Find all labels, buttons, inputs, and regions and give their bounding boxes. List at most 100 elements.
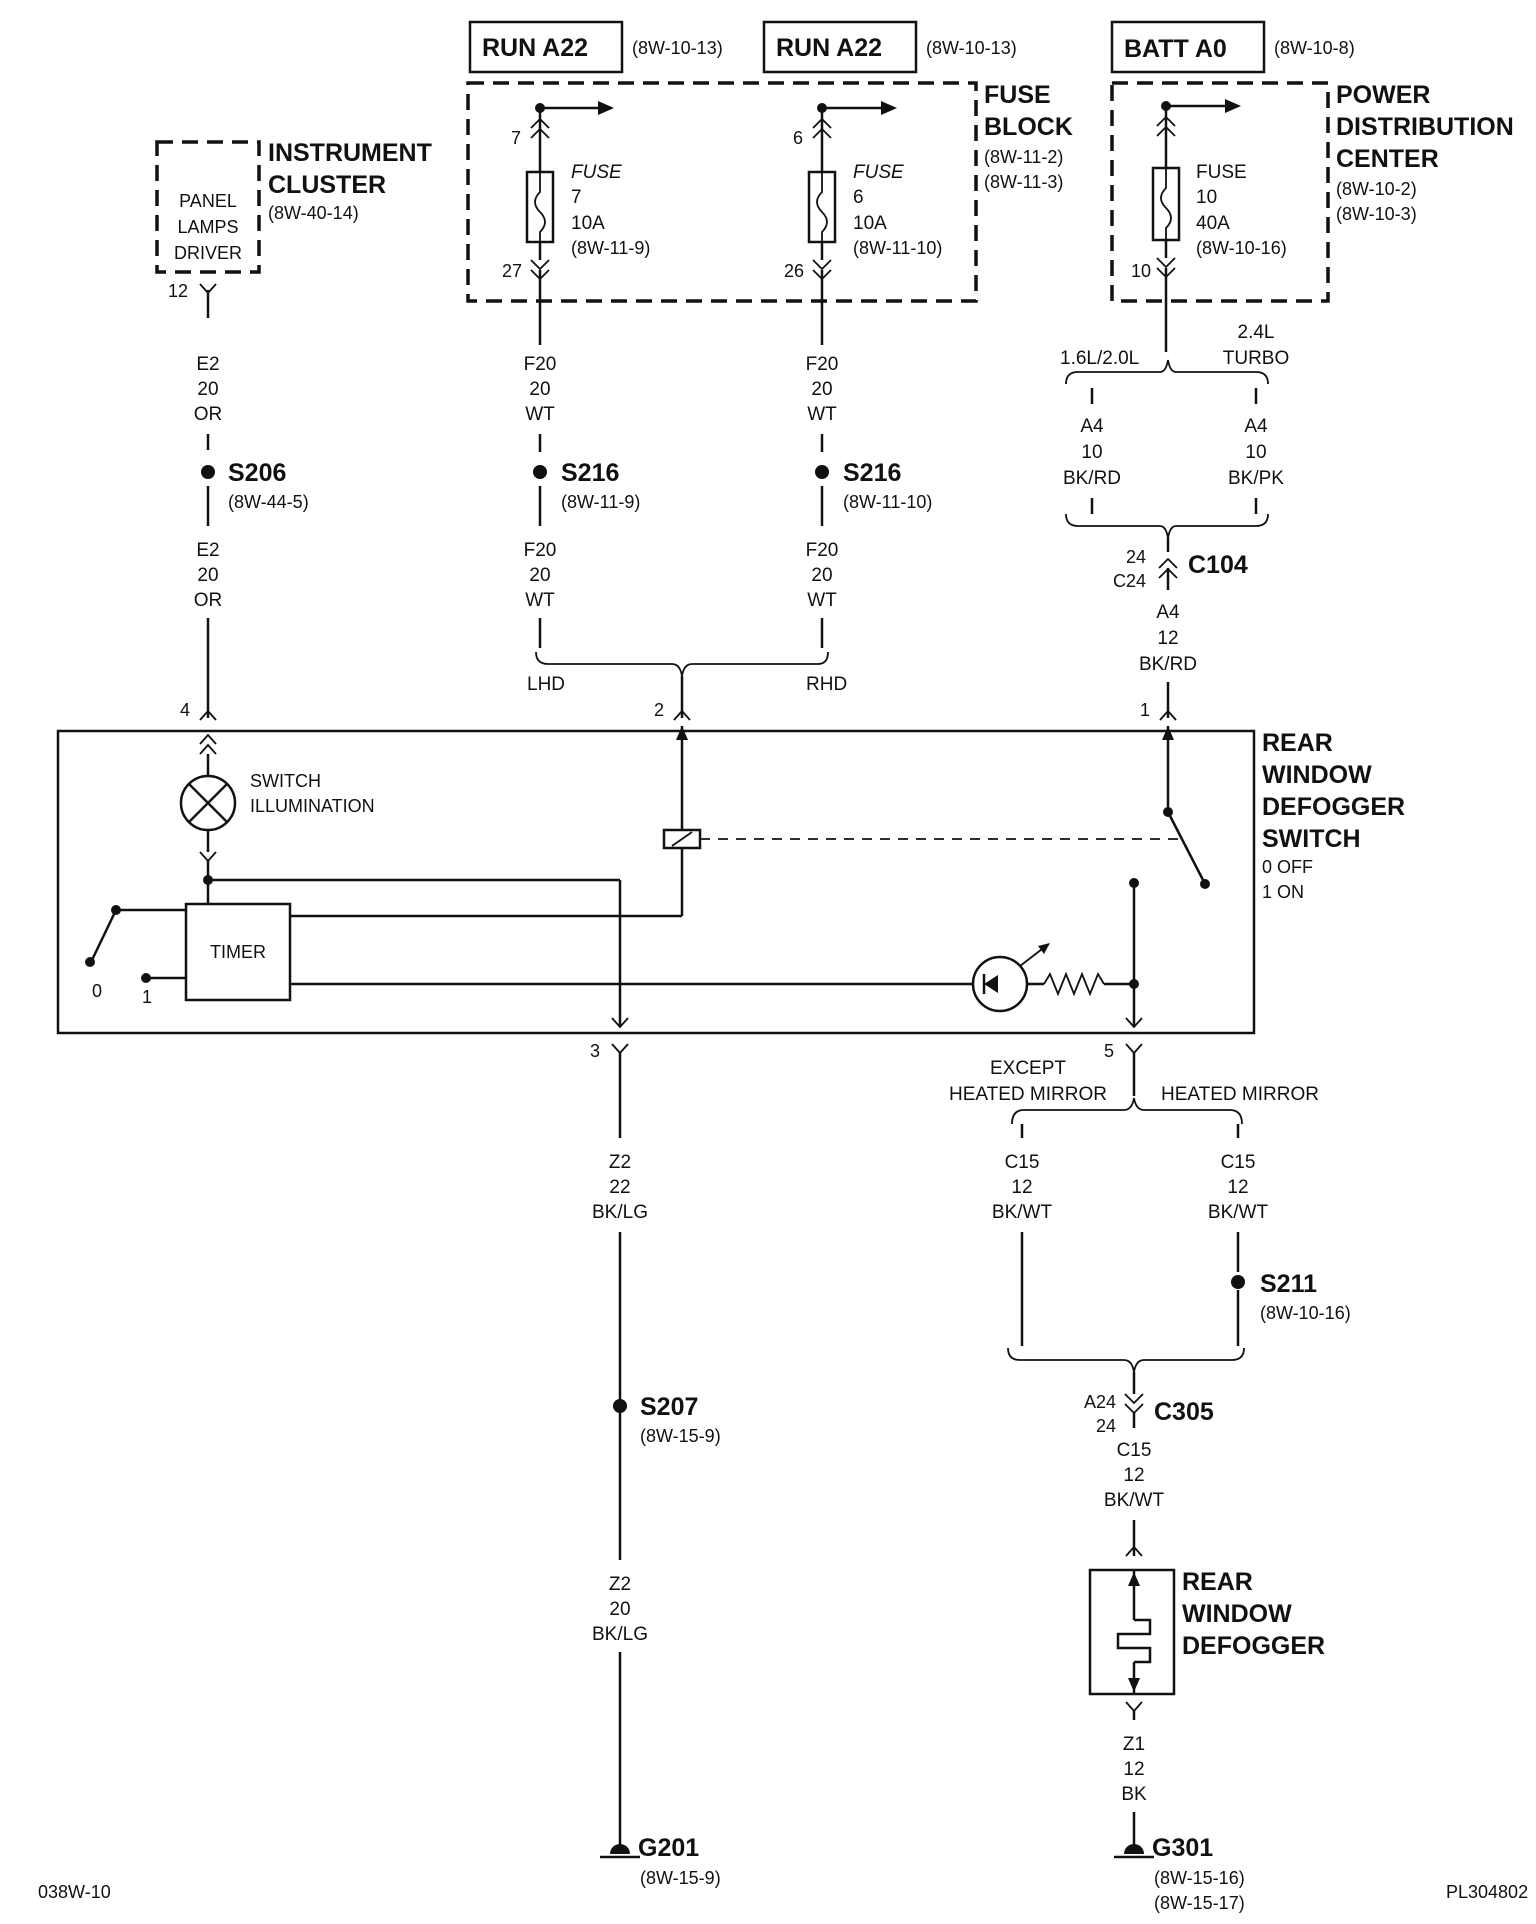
c15-b-code: C15 bbox=[1117, 1440, 1152, 1461]
s207-id: S207 bbox=[640, 1393, 698, 1421]
fuse-7-number: 7 bbox=[571, 187, 582, 208]
s207-splice-dot bbox=[613, 1399, 627, 1413]
pin-1-arrow bbox=[1162, 726, 1174, 740]
s216-lhd-splice-dot bbox=[533, 465, 547, 479]
fuse-7: 7 27 FUSE 7 10A (8W-11-9) bbox=[502, 101, 650, 345]
wire-a4-right: A4 10 BK/PK bbox=[1228, 388, 1284, 514]
run-a22-ref-2: (8W-10-13) bbox=[926, 38, 1017, 58]
wire-a4-left: A4 10 BK/RD bbox=[1063, 388, 1121, 514]
ground-icon bbox=[1114, 1844, 1154, 1859]
fuse-block-title-2: BLOCK bbox=[984, 113, 1073, 141]
a4-r-code: A4 bbox=[1244, 416, 1268, 437]
batt-a0-ref: (8W-10-8) bbox=[1274, 38, 1355, 58]
g301-ref-2: (8W-15-17) bbox=[1154, 1893, 1245, 1913]
switch-pin-2-label: 2 bbox=[654, 700, 664, 720]
s206-ref: (8W-44-5) bbox=[228, 492, 309, 512]
s206-splice-dot bbox=[201, 465, 215, 479]
option-mirror-left-1: EXCEPT bbox=[990, 1058, 1066, 1079]
s211-ref: (8W-10-16) bbox=[1260, 1303, 1351, 1323]
switch-pin-5-label: 5 bbox=[1104, 1041, 1114, 1061]
s211-id: S211 bbox=[1260, 1270, 1317, 1298]
e2-bot-code: E2 bbox=[196, 540, 219, 561]
fuse-10-rating: 40A bbox=[1196, 213, 1230, 234]
e2-top-gauge: 20 bbox=[197, 379, 218, 400]
fuse-10-out-pin: 10 bbox=[1131, 261, 1151, 281]
switch-pin-4: 4 bbox=[180, 700, 217, 721]
fuse-6-label: FUSE bbox=[853, 162, 904, 183]
switch-pin-5: 5 bbox=[1104, 1041, 1143, 1061]
s216-lhd-ref: (8W-11-9) bbox=[561, 492, 640, 512]
wire-c15-right: C15 12 BK/WT S211 (8W-10-16) bbox=[1208, 1124, 1351, 1346]
f20-rt-code: F20 bbox=[806, 354, 839, 375]
switch-state-off: 0 OFF bbox=[1262, 857, 1313, 877]
z1-code: Z1 bbox=[1123, 1734, 1145, 1755]
batt-a0-label: BATT A0 bbox=[1124, 35, 1227, 63]
s207-ref: (8W-15-9) bbox=[640, 1426, 721, 1446]
c305-pin-b: 24 bbox=[1096, 1416, 1116, 1436]
f20-rb-color: WT bbox=[807, 590, 837, 611]
c104-pin-b: C24 bbox=[1113, 571, 1146, 591]
c15-r-gauge: 12 bbox=[1227, 1177, 1248, 1198]
c15-b-color: BK/WT bbox=[1104, 1490, 1165, 1511]
wire-c15-left: C15 12 BK/WT bbox=[992, 1124, 1052, 1346]
switch-pin-4-label: 4 bbox=[180, 700, 190, 720]
mirror-option-brace: EXCEPT HEATED MIRROR HEATED MIRROR bbox=[949, 1053, 1319, 1125]
z1-gauge: 12 bbox=[1123, 1759, 1144, 1780]
wire-z1: Z1 12 BK bbox=[1121, 1711, 1147, 1848]
g301-ref-1: (8W-15-16) bbox=[1154, 1868, 1245, 1888]
main-contact-blade bbox=[1166, 811, 1205, 881]
f20-lt-gauge: 20 bbox=[529, 379, 550, 400]
option-engine-left: 1.6L/2.0L bbox=[1060, 348, 1139, 369]
option-mirror-left-2: HEATED MIRROR bbox=[949, 1084, 1107, 1105]
main-contact-dot bbox=[1200, 879, 1210, 889]
switch-illumination-label-1: SWITCH bbox=[250, 771, 321, 791]
pdc-ref-1: (8W-10-2) bbox=[1336, 179, 1417, 199]
g201-ref: (8W-15-9) bbox=[640, 1868, 721, 1888]
e2-bot-color: OR bbox=[194, 590, 223, 611]
timer-label: TIMER bbox=[210, 942, 266, 962]
fuse-6-ref: (8W-11-10) bbox=[853, 238, 942, 258]
f20-lb-color: WT bbox=[525, 590, 555, 611]
switch-title-3: DEFOGGER bbox=[1262, 793, 1405, 821]
c104-id: C104 bbox=[1188, 551, 1248, 579]
f20-rt-color: WT bbox=[807, 404, 837, 425]
c15-l-gauge: 12 bbox=[1011, 1177, 1032, 1198]
pdc-ref-2: (8W-10-3) bbox=[1336, 204, 1417, 224]
switch-title-4: SWITCH bbox=[1262, 825, 1361, 853]
fuse-6-bus-arrow bbox=[881, 101, 897, 115]
footer-right-code: PL304802 bbox=[1446, 1882, 1528, 1902]
f20-rb-code: F20 bbox=[806, 540, 839, 561]
footer-left-code: 038W-10 bbox=[38, 1882, 111, 1902]
s216-rhd-id: S216 bbox=[843, 459, 901, 487]
s206-id: S206 bbox=[228, 459, 286, 487]
a4-b-code: A4 bbox=[1156, 602, 1180, 623]
switch-pin-3-label: 3 bbox=[590, 1041, 600, 1061]
defogger-title-3: DEFOGGER bbox=[1182, 1632, 1325, 1660]
option-mirror-right: HEATED MIRROR bbox=[1161, 1084, 1319, 1105]
a4-l-gauge: 10 bbox=[1081, 442, 1102, 463]
g201-ground: G201 (8W-15-9) bbox=[600, 1834, 721, 1888]
a4-r-color: BK/PK bbox=[1228, 468, 1284, 489]
c15-b-gauge: 12 bbox=[1123, 1465, 1144, 1486]
wire-f20-rhd: F20 20 WT S216 (8W-11-10) F20 20 WT bbox=[806, 354, 932, 648]
switch-title-1: REAR bbox=[1262, 729, 1333, 757]
illumination-lamp-icon bbox=[179, 774, 237, 832]
option-engine-right-1: 2.4L bbox=[1238, 322, 1275, 343]
f20-lt-color: WT bbox=[525, 404, 555, 425]
run-a22-source-1: RUN A22 (8W-10-13) bbox=[468, 20, 723, 74]
c104-connector: 24 C24 C104 bbox=[1113, 547, 1248, 591]
momentary-pos-0: 0 bbox=[92, 981, 102, 1001]
fuse-10-number: 10 bbox=[1196, 187, 1217, 208]
run-a22-source-2: RUN A22 (8W-10-13) bbox=[762, 20, 1017, 74]
c104-pin-a: 24 bbox=[1126, 547, 1146, 567]
momentary-pos-1: 1 bbox=[142, 987, 152, 1007]
momentary-blade bbox=[90, 909, 118, 961]
switch-title-2: WINDOW bbox=[1262, 761, 1372, 789]
run-a22-label-1: RUN A22 bbox=[482, 34, 588, 62]
defogger-grid-icon bbox=[1116, 1618, 1152, 1664]
fuse-10-bus-arrow bbox=[1225, 99, 1241, 113]
fuse-6-number: 6 bbox=[853, 187, 864, 208]
cluster-line-2: LAMPS bbox=[177, 217, 238, 237]
e2-top-code: E2 bbox=[196, 354, 219, 375]
pin-2-arrow bbox=[676, 726, 688, 740]
